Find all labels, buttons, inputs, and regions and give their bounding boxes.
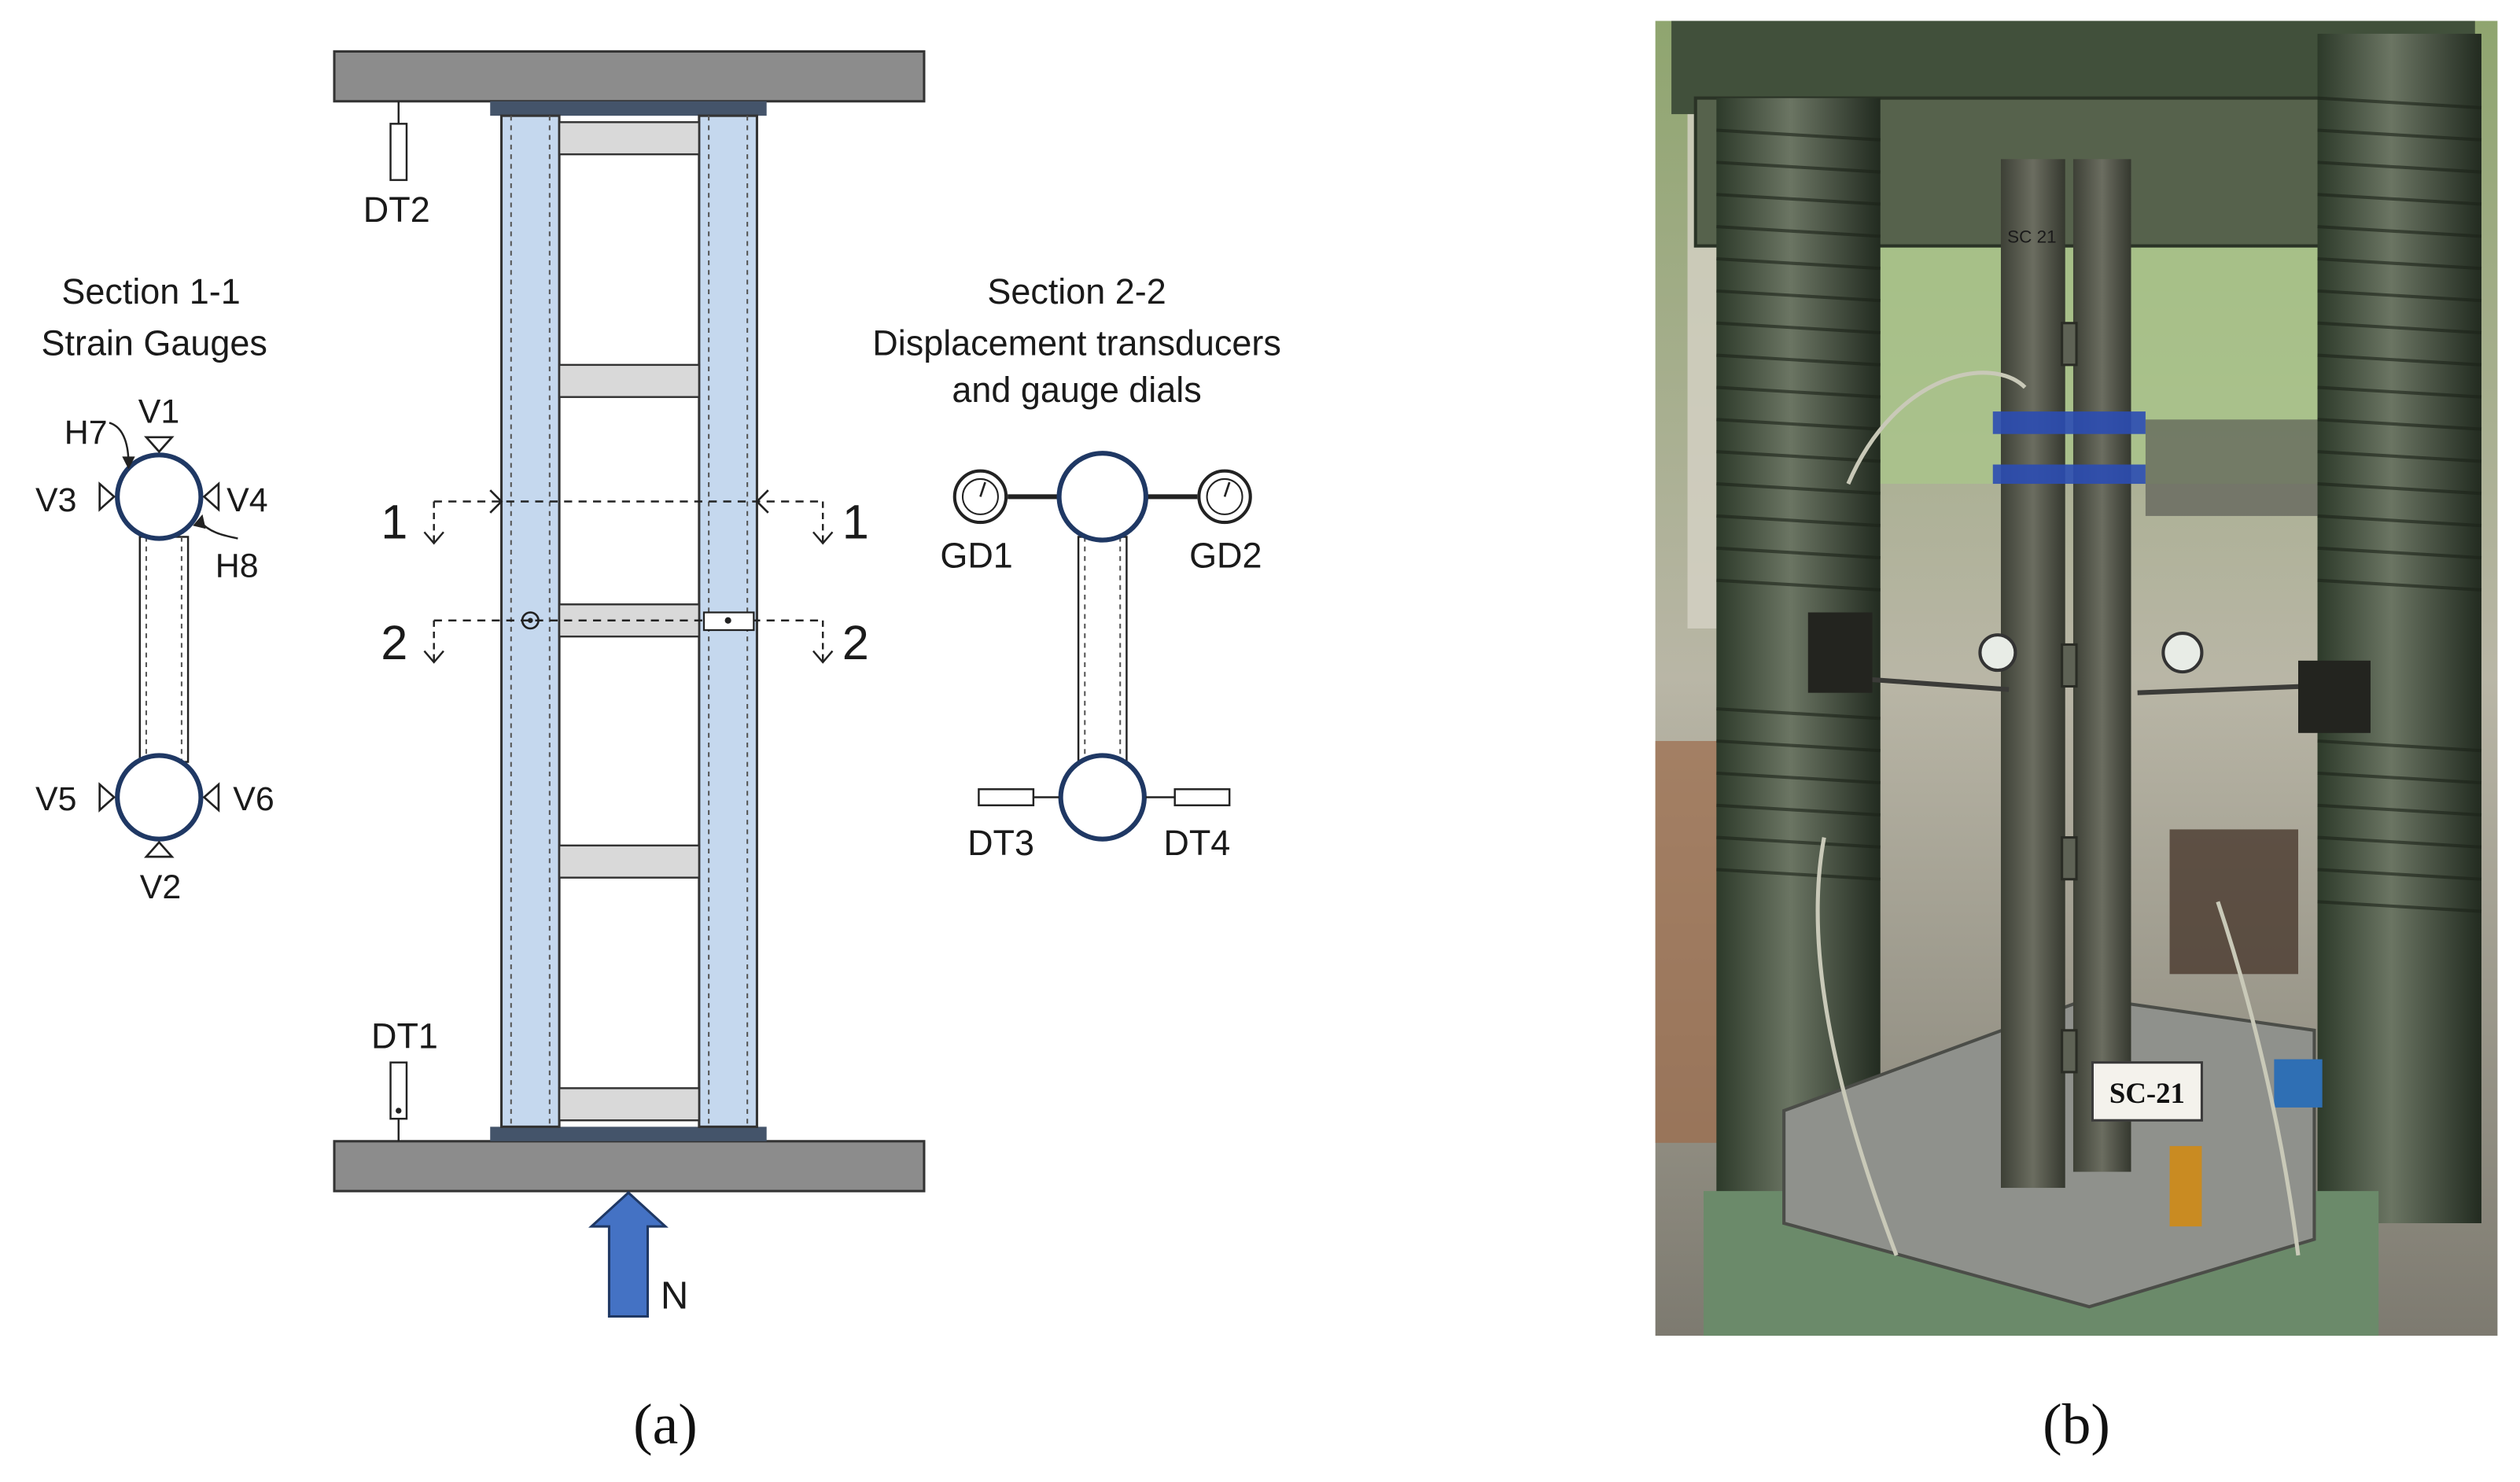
batten [558, 121, 701, 156]
caption-b: (b) [2043, 1392, 2110, 1456]
tube-section-bottom [115, 753, 204, 842]
cut-2-right-label: 2 [842, 616, 869, 669]
caption-a: (a) [633, 1392, 698, 1456]
tube-section-top [115, 452, 204, 541]
photo-specimen-mark: SC 21 [2007, 227, 2056, 247]
top-end-plate [490, 101, 767, 116]
gauge-v5: V5 [35, 780, 76, 818]
panel-b-photo: SC 21 SC-21 [1655, 20, 2498, 1336]
photo-specimen-sign-label: SC-21 [2109, 1077, 2185, 1109]
dt4-label: DT4 [1163, 823, 1230, 863]
section-1-title: Section 1-1 [61, 271, 240, 312]
load-label: N [661, 1274, 688, 1317]
section-1-drawing [98, 422, 238, 858]
bottom-platen [333, 1140, 926, 1193]
tube-section-bottom [1058, 753, 1147, 842]
cut-1-left-label: 1 [381, 496, 407, 549]
section-2-subtitle-1: Displacement transducers [872, 323, 1281, 363]
batten [558, 363, 701, 398]
batten [558, 844, 701, 879]
gauge-v2: V2 [140, 868, 181, 906]
dial-contact-point [521, 611, 540, 630]
panel-a: 1 1 2 2 DT2 DT1 N Section 1-1 Strain Gau… [35, 50, 1281, 1456]
transducer-dt2 [389, 123, 408, 182]
gauge-v1: V1 [138, 393, 179, 430]
gd1-label: GD1 [940, 535, 1012, 575]
cut-1-right-label: 1 [842, 496, 869, 549]
gauge-h8: H8 [216, 547, 259, 585]
section-1-subtitle: Strain Gauges [42, 323, 267, 363]
cut-2-left-label: 2 [381, 616, 407, 669]
gauge-v6: V6 [233, 780, 274, 818]
gd2-label: GD2 [1189, 535, 1262, 575]
dt1-label: DT1 [371, 1016, 438, 1056]
gauge-v3: V3 [35, 481, 76, 519]
section-2-drawing [952, 451, 1252, 842]
section-2-subtitle-2: and gauge dials [952, 370, 1201, 410]
transducer-dt3 [978, 788, 1035, 806]
photo-threaded-rod-right [2317, 33, 2481, 1224]
bottom-end-plate [490, 1126, 767, 1141]
transducer-dt4 [1173, 788, 1231, 806]
rod-threads [1716, 96, 2482, 913]
tube-section-top [1056, 451, 1148, 543]
dt2-label: DT2 [363, 190, 430, 230]
batten [558, 1087, 701, 1122]
gauge-v4: V4 [227, 481, 267, 519]
load-arrow [588, 1191, 669, 1318]
photo-specimen-left-tube [2000, 159, 2065, 1189]
top-platen [333, 50, 926, 103]
section-2-title: Section 2-2 [987, 271, 1166, 312]
photo-specimen-right-tube [2072, 159, 2131, 1172]
gauge-h7: H7 [64, 414, 108, 452]
dt3-label: DT3 [967, 823, 1034, 863]
photo-specimen-sign [2091, 1061, 2203, 1122]
